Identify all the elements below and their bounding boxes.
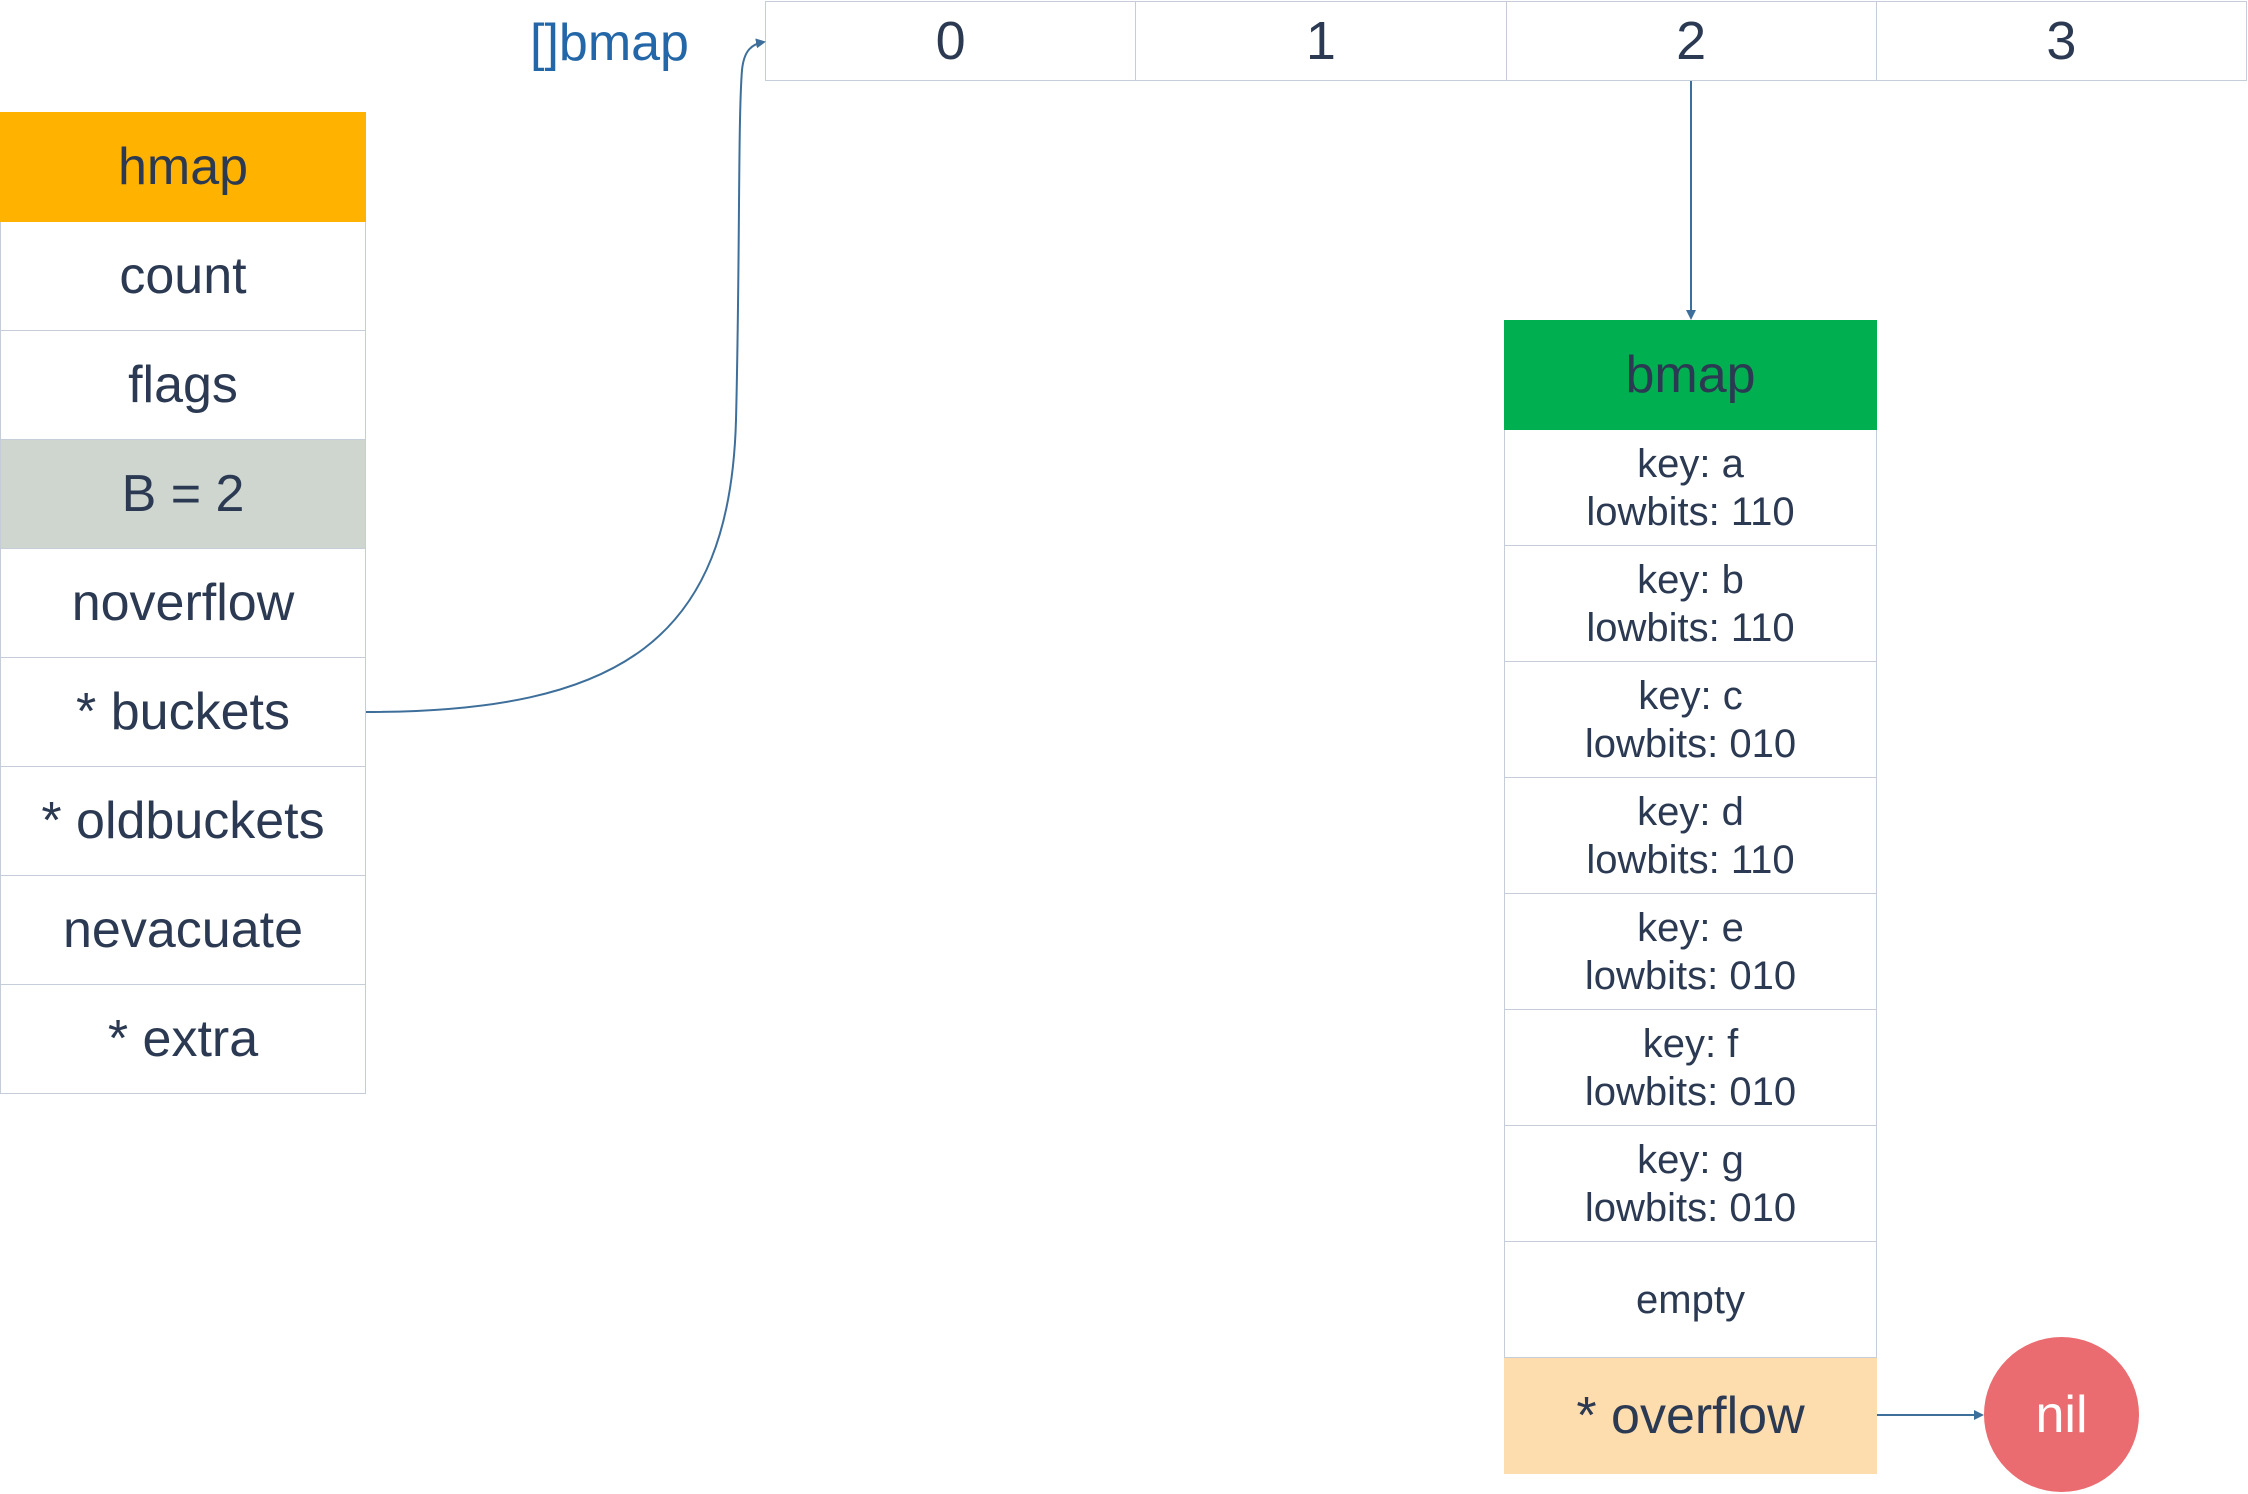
hmap-field-oldbuckets: * oldbuckets bbox=[0, 767, 366, 876]
bmap-entry-e: key: e lowbits: 010 bbox=[1504, 894, 1877, 1010]
bmap-entry-g: key: g lowbits: 010 bbox=[1504, 1126, 1877, 1242]
entry-key: key: g bbox=[1637, 1137, 1744, 1182]
bucket-slot-1: 1 bbox=[1135, 2, 1505, 80]
bmap-entry-b: key: b lowbits: 110 bbox=[1504, 546, 1877, 662]
hmap-field-buckets: * buckets bbox=[0, 658, 366, 767]
bucket-slot-3: 3 bbox=[1875, 2, 2246, 80]
hmap-field-extra: * extra bbox=[0, 985, 366, 1094]
entry-lowbits: lowbits: 110 bbox=[1586, 605, 1795, 650]
entry-lowbits: lowbits: 010 bbox=[1584, 953, 1797, 998]
hmap-struct: hmap count flags B = 2 noverflow * bucke… bbox=[0, 112, 366, 1094]
entry-key: key: b bbox=[1637, 557, 1744, 602]
entry-key: key: e bbox=[1637, 905, 1744, 950]
entry-lowbits: lowbits: 110 bbox=[1586, 837, 1795, 882]
bmap-struct: bmap key: a lowbits: 110 key: b lowbits:… bbox=[1504, 320, 1877, 1474]
hmap-field-nevacuate: nevacuate bbox=[0, 876, 366, 985]
bucket-slot-0: 0 bbox=[935, 11, 966, 71]
bmap-entry-a: key: a lowbits: 110 bbox=[1504, 430, 1877, 546]
buckets-to-array-arrow bbox=[365, 38, 766, 713]
entry-lowbits: lowbits: 110 bbox=[1586, 489, 1795, 534]
bmap-entry-c: key: c lowbits: 010 bbox=[1504, 662, 1877, 778]
hmap-header: hmap bbox=[0, 112, 366, 222]
entry-key: key: d bbox=[1637, 789, 1744, 834]
entry-lowbits: lowbits: 010 bbox=[1584, 1069, 1797, 1114]
entry-key: key: c bbox=[1638, 673, 1743, 718]
hmap-field-noverflow: noverflow bbox=[0, 549, 366, 658]
bmap-entry-f: key: f lowbits: 010 bbox=[1504, 1010, 1877, 1126]
entry-lowbits: lowbits: 010 bbox=[1584, 721, 1797, 766]
entry-lowbits: lowbits: 010 bbox=[1584, 1185, 1797, 1230]
bmap-header: bmap bbox=[1504, 320, 1877, 430]
hmap-field-b: B = 2 bbox=[0, 440, 366, 549]
bucket-array-label: []bmap bbox=[530, 14, 689, 72]
bmap-overflow-pointer: * overflow bbox=[1504, 1358, 1877, 1474]
bucket-array: 0 1 2 3 bbox=[765, 1, 2247, 81]
entry-key: key: a bbox=[1637, 441, 1744, 486]
nil-node: nil bbox=[1984, 1337, 2139, 1492]
hmap-field-count: count bbox=[0, 222, 366, 331]
hmap-field-flags: flags bbox=[0, 331, 366, 440]
entry-key: key: f bbox=[1642, 1021, 1739, 1066]
bmap-empty-slot: empty bbox=[1504, 1242, 1877, 1358]
bmap-entry-d: key: d lowbits: 110 bbox=[1504, 778, 1877, 894]
bucket-slot-2: 2 bbox=[1505, 2, 1876, 80]
